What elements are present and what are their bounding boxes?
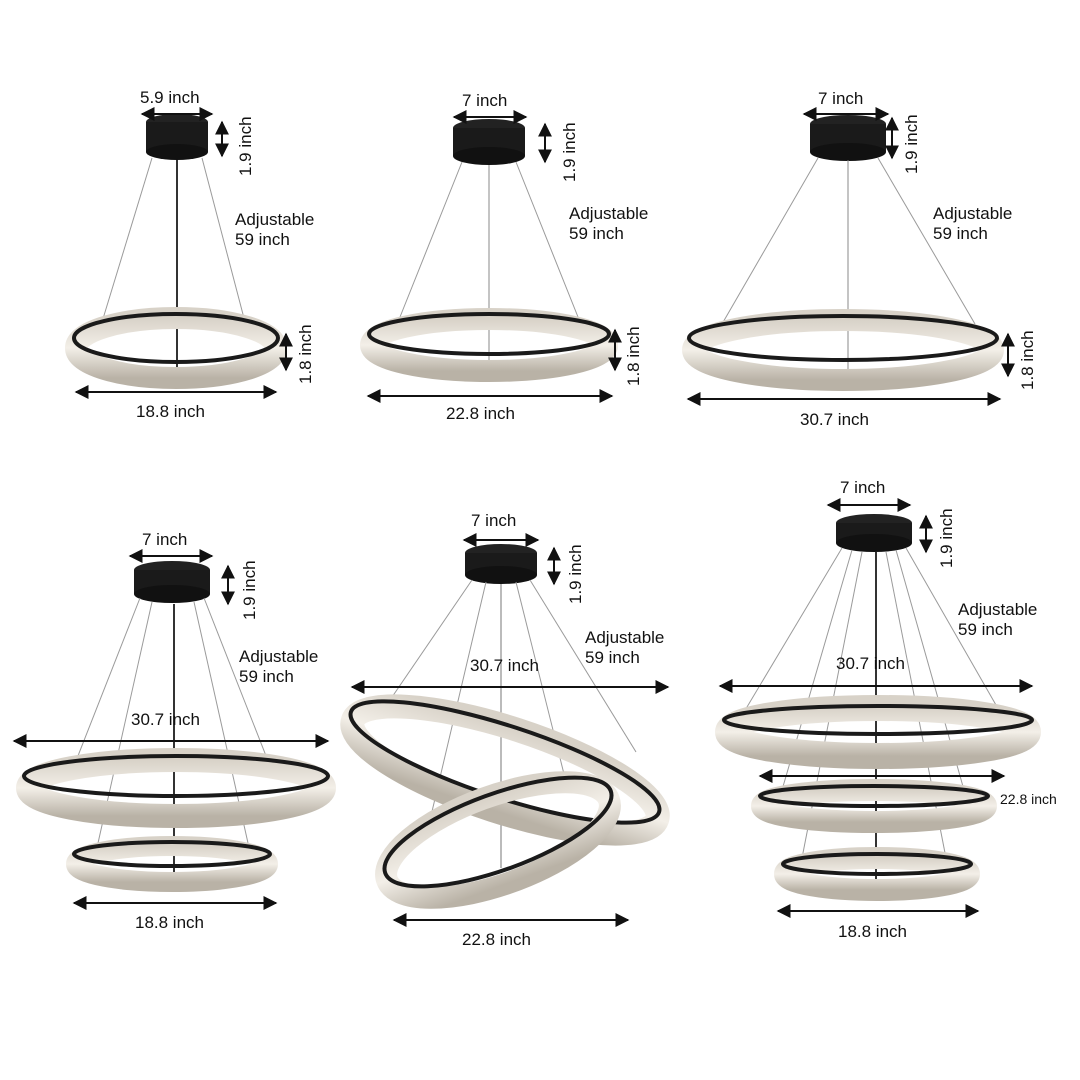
cable-label-line2: 59 inch (585, 648, 640, 667)
cable-label-line1: Adjustable (235, 210, 315, 229)
ring-diameter-label: 30.7 inch (800, 410, 869, 429)
canopy-height-label: 1.9 inch (902, 114, 921, 174)
chandelier-triple (715, 498, 1041, 918)
canopy-width-label: 7 inch (142, 530, 188, 549)
cable-label-line1: Adjustable (239, 647, 319, 666)
canopy-width-label: 7 inch (818, 89, 864, 108)
canopy-width-label: 7 inch (840, 478, 886, 497)
ring-diameter-label: 18.8 inch (838, 922, 907, 941)
canopy-height-label: 1.9 inch (236, 116, 255, 176)
cable-label-line2: 59 inch (933, 224, 988, 243)
ring-diameter-label: 18.8 inch (136, 402, 205, 421)
ring-height-label: 1.8 inch (296, 324, 315, 384)
ring-diameter-label: 18.8 inch (135, 913, 204, 932)
cable-label-line2: 59 inch (235, 230, 290, 249)
cable-label-line1: Adjustable (569, 204, 649, 223)
canopy-width-label: 7 inch (462, 91, 508, 110)
ring-diameter-label: 22.8 inch (1000, 791, 1057, 807)
ring-diameter-label: 30.7 inch (470, 656, 539, 675)
canopy-height-label: 1.9 inch (240, 560, 259, 620)
canopy-width-label: 5.9 inch (140, 88, 200, 107)
chandelier-single-22 (360, 110, 622, 403)
canopy-height-label: 1.9 inch (937, 508, 956, 568)
canopy-height-label: 1.9 inch (566, 544, 585, 604)
cable-label-line2: 59 inch (958, 620, 1013, 639)
ring-height-label: 1.8 inch (1018, 330, 1037, 390)
chandelier-single-30 (682, 107, 1015, 406)
ring-diameter-label: 30.7 inch (836, 654, 905, 673)
ring-height-label: 1.8 inch (624, 326, 643, 386)
cable-label-line1: Adjustable (933, 204, 1013, 223)
chandelier-single-18 (65, 107, 293, 399)
cable-label-line1: Adjustable (585, 628, 665, 647)
chandelier-double-30-18 (12, 549, 336, 910)
canopy-width-label: 7 inch (471, 511, 517, 530)
chandelier-double-tilted (340, 533, 670, 927)
ring-diameter-label: 22.8 inch (446, 404, 515, 423)
cable-label-line2: 59 inch (569, 224, 624, 243)
ring-diameter-label: 22.8 inch (462, 930, 531, 949)
cable-label-line1: Adjustable (958, 600, 1038, 619)
canopy-height-label: 1.9 inch (560, 122, 579, 182)
ring-diameter-label: 30.7 inch (131, 710, 200, 729)
cable-label-line2: 59 inch (239, 667, 294, 686)
